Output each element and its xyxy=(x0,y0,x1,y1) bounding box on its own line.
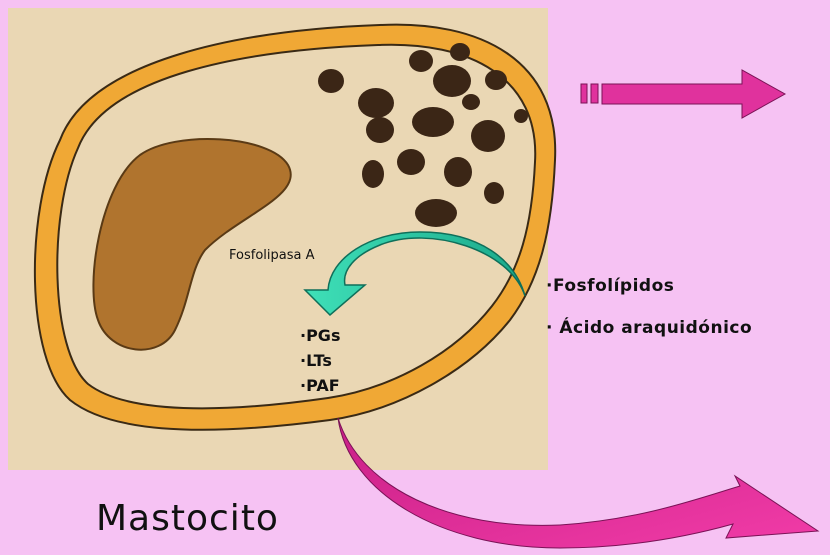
enzyme-label: Fosfolipasa A xyxy=(229,248,314,263)
product-prostaglandins: ·PGs xyxy=(300,326,340,345)
substrate-phospholipids: ·Fosfolípidos xyxy=(546,276,674,296)
product-leukotrienes: ·LTs xyxy=(300,351,332,370)
cell-title: Mastocito xyxy=(96,498,279,539)
substrate-arachidonic-acid: · Ácido araquidónico xyxy=(546,318,752,338)
product-paf: ·PAF xyxy=(300,376,340,395)
degranulation-arrow xyxy=(581,70,785,118)
